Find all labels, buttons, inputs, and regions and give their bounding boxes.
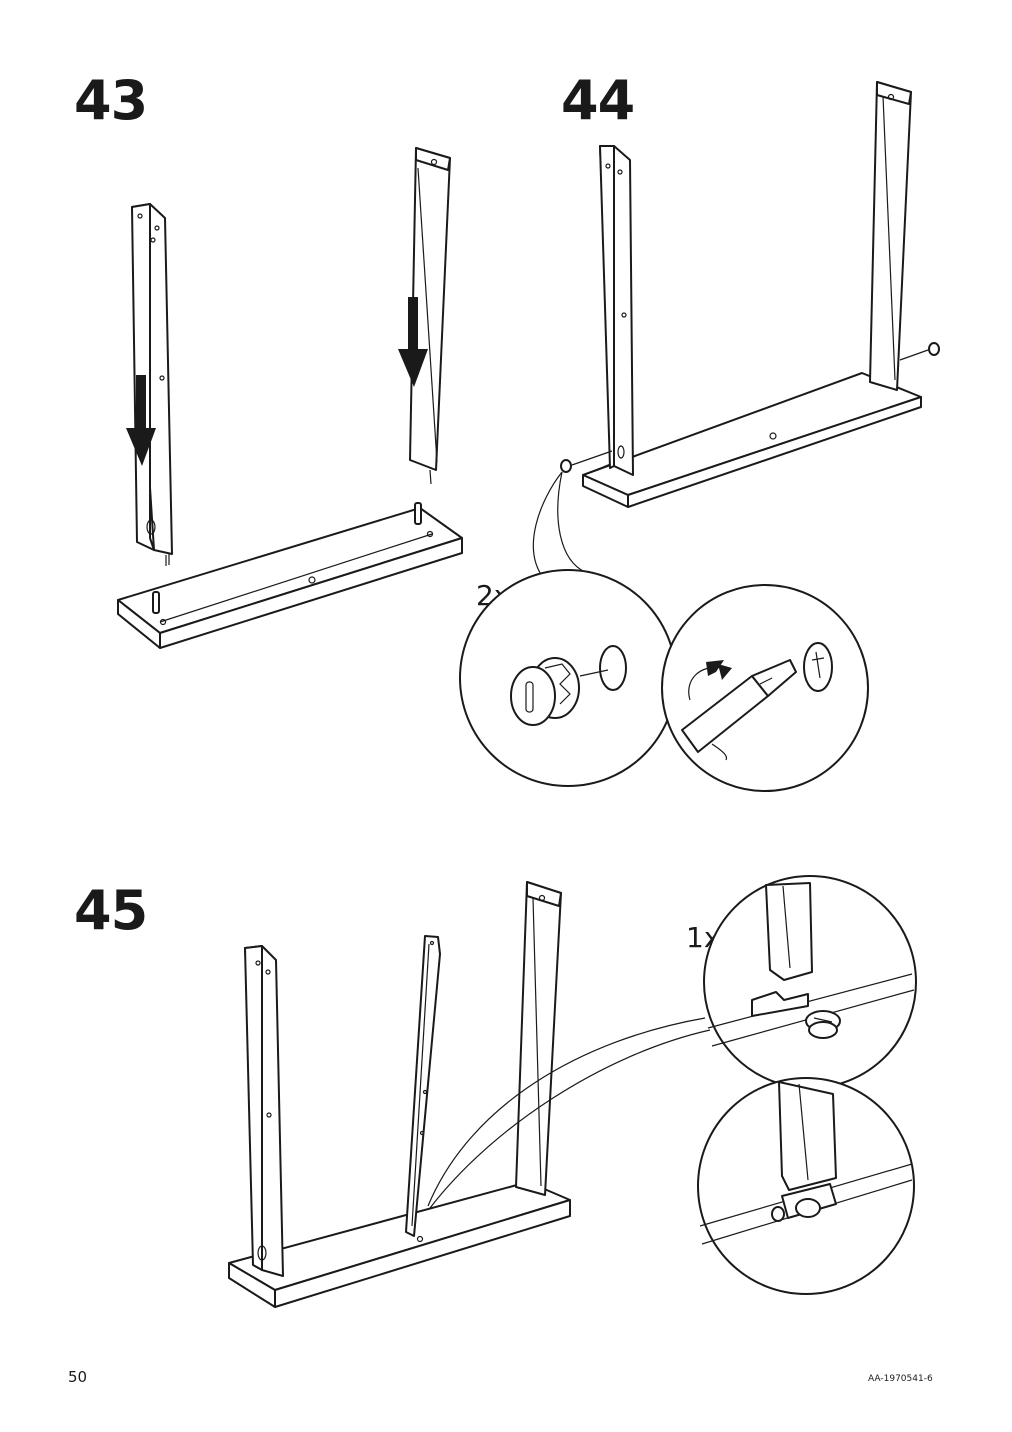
step-45-illustration — [228, 875, 917, 1308]
rotate-arrow-icon — [688, 660, 732, 761]
page-number: 50 — [68, 1368, 88, 1386]
step-45-right-panel — [515, 881, 562, 1196]
step-43-dowel — [152, 502, 422, 614]
step-44-callout-line — [532, 471, 563, 581]
step-44-number: 44 — [561, 69, 635, 132]
step-44-detail-circle-2 — [661, 584, 869, 792]
screwdriver-icon — [681, 659, 797, 753]
step-45-left-panel — [244, 945, 284, 1277]
down-arrow-icon — [126, 297, 428, 466]
screw-icon — [771, 1198, 821, 1222]
step-43-base-board — [117, 507, 463, 649]
step-44-left-panel — [599, 145, 634, 476]
cam-lock-icon — [560, 342, 940, 473]
step-44-right-panel — [869, 81, 912, 391]
step-44-illustration — [459, 81, 940, 792]
document-code: AA-1970541-6 — [868, 1374, 933, 1384]
step-45-number: 45 — [74, 879, 148, 942]
step-43-illustration — [117, 147, 463, 649]
step-45-base-board — [228, 1181, 571, 1308]
step-45-rail — [405, 935, 441, 1237]
step-44-base-board — [582, 372, 922, 508]
step-44-detail-circle-1 — [459, 569, 677, 787]
cam-lock-icon — [510, 657, 580, 726]
step-45-detail-circle-2 — [697, 1077, 915, 1295]
step-43-number: 43 — [74, 69, 148, 132]
step-45-callout-line — [427, 1017, 706, 1207]
screw-icon — [805, 1010, 841, 1039]
step-45-detail-circle-1 — [703, 875, 917, 1089]
